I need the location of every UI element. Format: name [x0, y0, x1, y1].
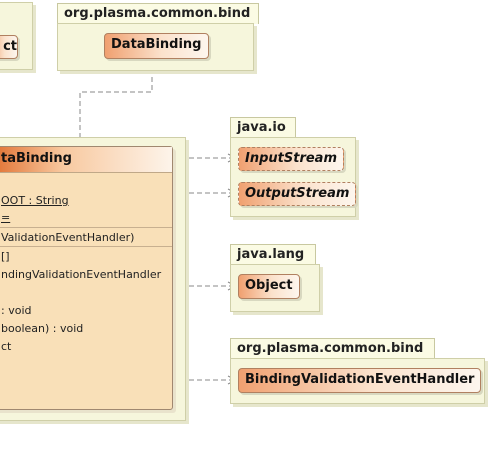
class-label: DataBinding — [111, 37, 202, 52]
generalization-connector — [79, 72, 153, 146]
class-header: taBinding — [0, 147, 172, 173]
package-tab-java-io: java.io — [230, 117, 296, 138]
interface-outputstream[interactable]: OutputStream — [238, 182, 357, 206]
constructor-row: ValidationEventHandler) — [1, 231, 135, 244]
class-label: OutputStream — [245, 186, 350, 201]
operation-row-5: boolean) : void — [1, 322, 84, 335]
class-label: ct — [3, 39, 17, 54]
class-label: BindingValidationEventHandler — [245, 372, 475, 387]
class-label: Object — [245, 278, 293, 293]
attribute-second: = — [1, 211, 11, 224]
interface-inputstream[interactable]: InputStream — [238, 147, 344, 171]
package-tab-org-plasma-bind-top: org.plasma.common.bind — [57, 3, 259, 24]
attribute-root: OOT : String — [1, 194, 69, 207]
package-label: org.plasma.common.bind — [64, 6, 251, 21]
package-tab-java-lang: java.lang — [230, 244, 316, 265]
separator-attributes — [0, 227, 172, 228]
package-label: java.lang — [237, 247, 305, 262]
class-label: InputStream — [245, 151, 337, 166]
class-main-databinding[interactable]: taBinding OOT : String = ValidationEvent… — [0, 146, 173, 410]
package-tab-org-plasma-bind-bottom: org.plasma.common.bind — [230, 338, 435, 359]
operation-row-2: ndingValidationEventHandler — [1, 268, 162, 281]
class-binding-validation-event-handler[interactable]: BindingValidationEventHandler — [238, 368, 482, 393]
separator-constructors — [0, 246, 172, 247]
operation-row-6: ct — [1, 340, 12, 353]
operation-row-4: : void — [1, 304, 32, 317]
class-databinding[interactable]: DataBinding — [104, 33, 209, 59]
class-top-left-partial[interactable]: ct — [0, 35, 18, 59]
package-label: org.plasma.common.bind — [237, 341, 424, 356]
operation-row-1: [] — [1, 250, 10, 263]
class-title: taBinding — [1, 151, 72, 166]
package-label: java.io — [237, 120, 286, 135]
class-object[interactable]: Object — [238, 274, 300, 299]
